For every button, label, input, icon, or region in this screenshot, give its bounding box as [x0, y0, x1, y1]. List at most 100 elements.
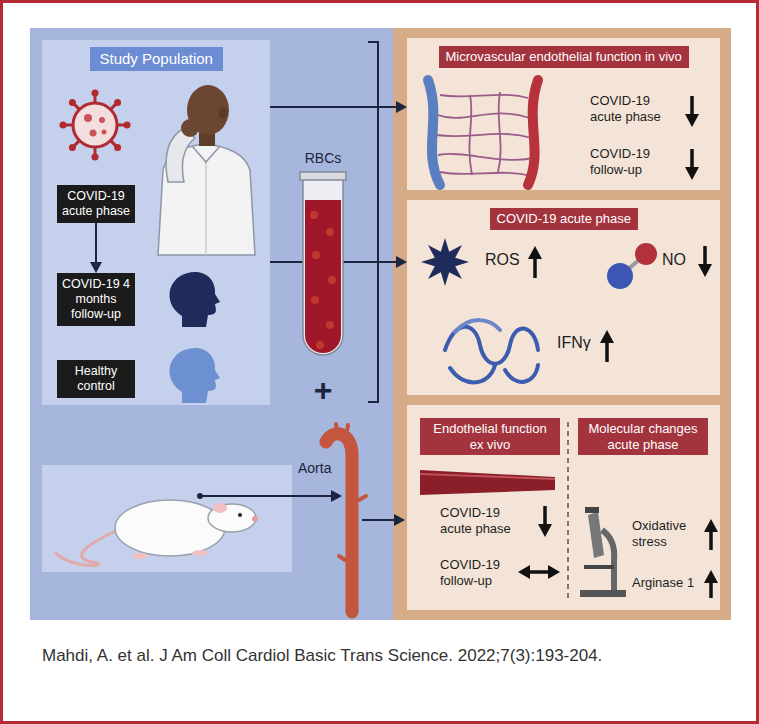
result-text: Arginase 1: [632, 575, 712, 591]
organ-label: Aorta: [298, 460, 342, 477]
head-silhouette: [170, 348, 221, 403]
result-panel: Endothelial function ex vivoMolecular ch…: [407, 405, 720, 610]
connector: [270, 101, 407, 113]
capillary-network: [440, 95, 528, 98]
vessel-segment: [420, 470, 555, 495]
result-panel: COVID-19 acute phaseROSNOIFNγ: [407, 200, 720, 395]
aorta-icon: [326, 434, 352, 612]
trend-arrow: [709, 581, 713, 598]
aorta-icon: [394, 514, 405, 526]
no-molecule: [607, 243, 657, 289]
capillary-network: [436, 92, 533, 176]
trend-arrow: [698, 264, 712, 277]
rat-icon: [213, 503, 227, 513]
group-box: COVID-19 acute phase: [57, 185, 135, 223]
capillary-network: [428, 80, 538, 185]
protein-ribbon: [445, 320, 538, 382]
box-label: COVID-19 4 months follow-up: [60, 277, 132, 322]
result-text: COVID-19 follow-up: [440, 557, 528, 588]
rat-icon: [331, 490, 342, 502]
vessel-segment: [420, 470, 555, 495]
result-panel: Microvascular endothelial function in vi…: [407, 38, 720, 190]
capillary-network: [436, 134, 532, 138]
virus-icon: [114, 99, 121, 106]
head-silhouette: [170, 272, 221, 327]
result-text: Oxidative stress: [632, 518, 712, 549]
panel-heading: COVID-19 acute phase: [490, 208, 638, 230]
aorta-icon: [362, 519, 395, 521]
background: [30, 28, 393, 620]
rat-icon: [132, 550, 208, 559]
aorta-icon: [326, 424, 405, 612]
aorta-icon: [339, 556, 345, 560]
panel-heading: Microvascular endothelial function in vi…: [439, 46, 689, 68]
trend-arrow: [704, 519, 718, 532]
rat-icon: [115, 500, 225, 556]
ros-star: [421, 238, 469, 286]
virus-icon: [60, 90, 131, 161]
box-label: Healthy control: [60, 364, 132, 394]
background: [42, 465, 292, 572]
trend-arrow: [518, 565, 530, 579]
aorta-icon: [359, 496, 366, 500]
rat-icon: [192, 550, 208, 556]
panel-heading: Endothelial function ex vivo: [420, 418, 560, 455]
trend-arrow: [538, 524, 552, 537]
blood-tube: [303, 178, 343, 355]
rat-icon: [252, 516, 258, 522]
microscope-icon: [585, 507, 599, 513]
blood-tube: [310, 211, 336, 349]
blood-tube: [310, 211, 318, 219]
coughing-patient: [192, 146, 220, 162]
virus-icon: [84, 114, 92, 122]
box-label: COVID-19 acute phase: [60, 189, 132, 219]
rat-icon: [132, 553, 148, 559]
coughing-patient: [158, 85, 255, 255]
arrowhead: [396, 101, 407, 113]
blood-tube: [326, 321, 334, 329]
blood-tube: [300, 172, 346, 180]
marker-name: ROS: [485, 250, 535, 269]
group-box: Healthy control: [57, 360, 135, 398]
trend-arrow: [690, 149, 694, 169]
result-text: COVID-19 acute phase: [440, 505, 528, 536]
divider: [568, 422, 569, 600]
virus-icon: [84, 114, 107, 137]
bracket: [368, 42, 378, 402]
virus-icon: [60, 122, 67, 129]
result-text: COVID-19 acute phase: [590, 93, 672, 124]
arrowhead: [396, 256, 407, 268]
trend-arrow: [533, 257, 537, 278]
result-text: COVID-19 follow-up: [590, 146, 672, 177]
divider: [567, 422, 569, 600]
group-box: COVID-19 4 months follow-up: [57, 273, 135, 326]
virus-icon: [92, 90, 99, 97]
rat-icon: [200, 495, 332, 497]
coughing-patient: [219, 107, 227, 119]
panel-heading: Study Population: [90, 47, 223, 71]
capillary-network: [528, 80, 538, 185]
virus-icon: [90, 130, 97, 137]
plus-sign: +: [308, 374, 338, 406]
trend-arrow: [704, 570, 718, 583]
microscope-icon: [584, 565, 614, 569]
blood-tube: [328, 276, 336, 284]
virus-icon: [124, 122, 131, 129]
rat-icon: [55, 530, 118, 565]
microscope-icon: [580, 590, 626, 597]
trend-arrow: [605, 341, 609, 362]
capillary-network: [428, 80, 440, 185]
virus-icon: [102, 130, 107, 135]
trend-arrow: [548, 565, 560, 579]
blood-tube: [312, 251, 320, 259]
virus-icon: [60, 90, 131, 161]
blood-tube: [311, 296, 319, 304]
trend-arrow: [709, 530, 713, 550]
blood-tube: [305, 200, 341, 353]
connector-line: [95, 223, 97, 263]
virus-icon: [69, 99, 76, 106]
virus-icon: [114, 144, 121, 151]
capillary-network: [438, 154, 533, 160]
caption: Mahdi, A. et al. J Am Coll Cardiol Basic…: [42, 645, 702, 668]
